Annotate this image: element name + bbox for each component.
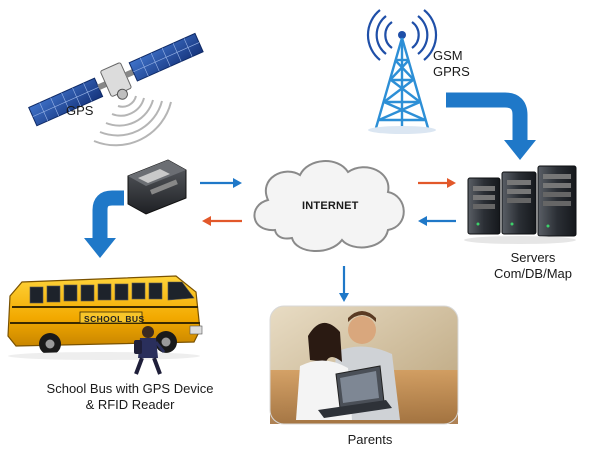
servers-title: Servers [510, 250, 556, 265]
device-to-internet-arrow [200, 178, 242, 188]
gsm-label: GSM [433, 48, 463, 63]
parents-label: Parents [347, 432, 393, 447]
gps-label: GPS [66, 103, 94, 118]
tower-to-servers-arrow [446, 92, 536, 160]
internet-label: INTERNET [302, 200, 359, 212]
radio-tower-icon [366, 9, 438, 134]
gps-device-icon [127, 159, 187, 215]
bus-sign-text: SCHOOL BUS [84, 314, 145, 324]
internet-cloud-icon [253, 160, 405, 253]
servers-to-internet-arrow [418, 216, 456, 226]
internet-to-device-arrow [202, 216, 242, 226]
bus-caption-line1: School Bus with GPS Device [46, 381, 214, 396]
parents-photo [269, 305, 459, 425]
gsm-gprs-label: GSM GPRS [433, 48, 470, 80]
internet-to-servers-arrow [418, 178, 456, 188]
device-to-bus-arrow [84, 190, 124, 258]
gprs-label: GPRS [433, 64, 470, 79]
student-figure [134, 326, 166, 375]
internet-to-parents-arrow [339, 266, 349, 302]
bus-caption-line2: & RFID Reader [85, 397, 175, 412]
servers-label: Servers Com/DB/Map [478, 250, 588, 282]
bus-caption: School Bus with GPS Device & RFID Reader [20, 381, 240, 413]
satellite-icon [28, 32, 204, 147]
servers-subtitle: Com/DB/Map [493, 266, 573, 281]
server-rack-icon [464, 165, 577, 244]
